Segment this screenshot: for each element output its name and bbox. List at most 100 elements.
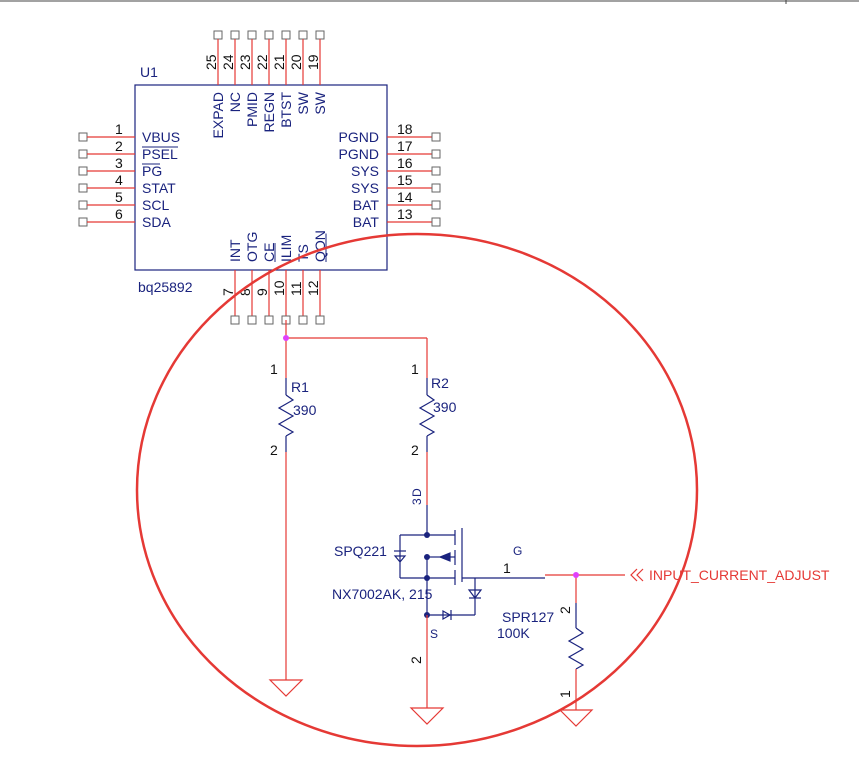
u1-pin-name: VBUS [142,129,180,145]
u1-pin-name: QON [312,230,328,262]
r2-ref: R2 [431,375,449,391]
u1-pin-number: 20 [288,54,304,70]
r1-value: 390 [293,402,317,418]
r2-value: 390 [433,399,457,415]
junction-body [424,554,430,560]
ground-r3 [558,709,594,727]
r3-resistor[interactable] [567,603,585,710]
q-source-label: S [430,627,438,641]
u1-pin-name: SYS [351,180,379,196]
u1-pin-name: EXPAD [210,92,226,138]
u1-pin-name: CE [261,243,277,262]
u1-pin-name: PSEL [142,146,178,162]
junction-drain [424,532,430,538]
r3-ref: SPR127 [502,609,554,625]
junction-source [424,575,430,581]
svg-text:1: 1 [557,690,573,698]
u1-pin-number: 5 [115,189,123,205]
u1-pin-number: 3 [115,155,123,171]
u1-pin-name: SDA [142,214,171,230]
u1-pin-number: 14 [397,189,413,205]
ground-q [409,707,445,725]
u1-pin-name: PGND [339,146,379,162]
u1-pin-name: SW [295,91,311,114]
u1-pin-name: SYS [351,163,379,179]
u1-pin-name: BAT [353,197,380,213]
u1-pin-number: 11 [288,281,304,296]
junction-gate [573,572,579,578]
u1-pin-name: INT [227,239,243,262]
u1-part: bq25892 [138,279,193,295]
u1-pin-number: 15 [397,172,413,188]
r2-pin2: 2 [411,442,419,458]
u1-pin-name: REGN [261,92,277,132]
u1-pin-name: PMID [244,92,260,127]
u1-pin-number: 24 [220,54,236,70]
r3-value: 100K [497,625,530,641]
q-source-pin: 2 [408,656,424,664]
u1-pin-number: 2 [115,138,123,154]
u1-pin-9[interactable]: 9 CE [254,243,277,325]
svg-text:D: D [410,488,424,497]
u1-pin-number: 13 [397,206,413,222]
u1-pin-number: 10 [271,280,287,296]
r1-ref: R1 [291,379,309,395]
svg-text:3: 3 [410,498,424,505]
r2-pin1: 1 [411,361,419,377]
ilim-net [285,320,428,378]
gate-net [545,568,644,603]
r3-pin-top: 2 [557,606,573,614]
u1-pin-name: STAT [142,180,176,196]
r1-pin2: 2 [270,442,278,458]
u1-body[interactable] [134,84,388,271]
q-drain-label: 3 D [410,488,424,505]
u1-pin-name: SW [312,91,328,114]
q-gate-label: G [513,544,522,558]
u1-pin-name: ILIM [278,235,294,262]
u1-pin-number: 1 [115,121,123,137]
u1-pin-number: 22 [254,54,270,70]
svg-text:2: 2 [408,656,424,664]
svg-text:2: 2 [557,606,573,614]
q-gate-pin: 1 [503,560,511,576]
u1-pin-number: 18 [397,121,413,137]
u1-pin-number: 16 [397,155,413,171]
u1-pin-name: NC [227,92,243,112]
highlight-circle [135,232,699,748]
u1-pin-number: 19 [305,54,321,70]
r1-resistor[interactable] [277,378,295,680]
u1-pin-number: 25 [203,54,219,70]
mosfet-q[interactable] [393,505,545,621]
u1-pin-number: 9 [254,288,270,296]
u1-pin-number: 21 [271,54,287,70]
r1-pin1: 1 [270,361,278,377]
u1-pin-number: 17 [397,138,413,154]
r2-resistor[interactable] [418,378,436,505]
r3-pin-bottom: 1 [557,690,573,698]
